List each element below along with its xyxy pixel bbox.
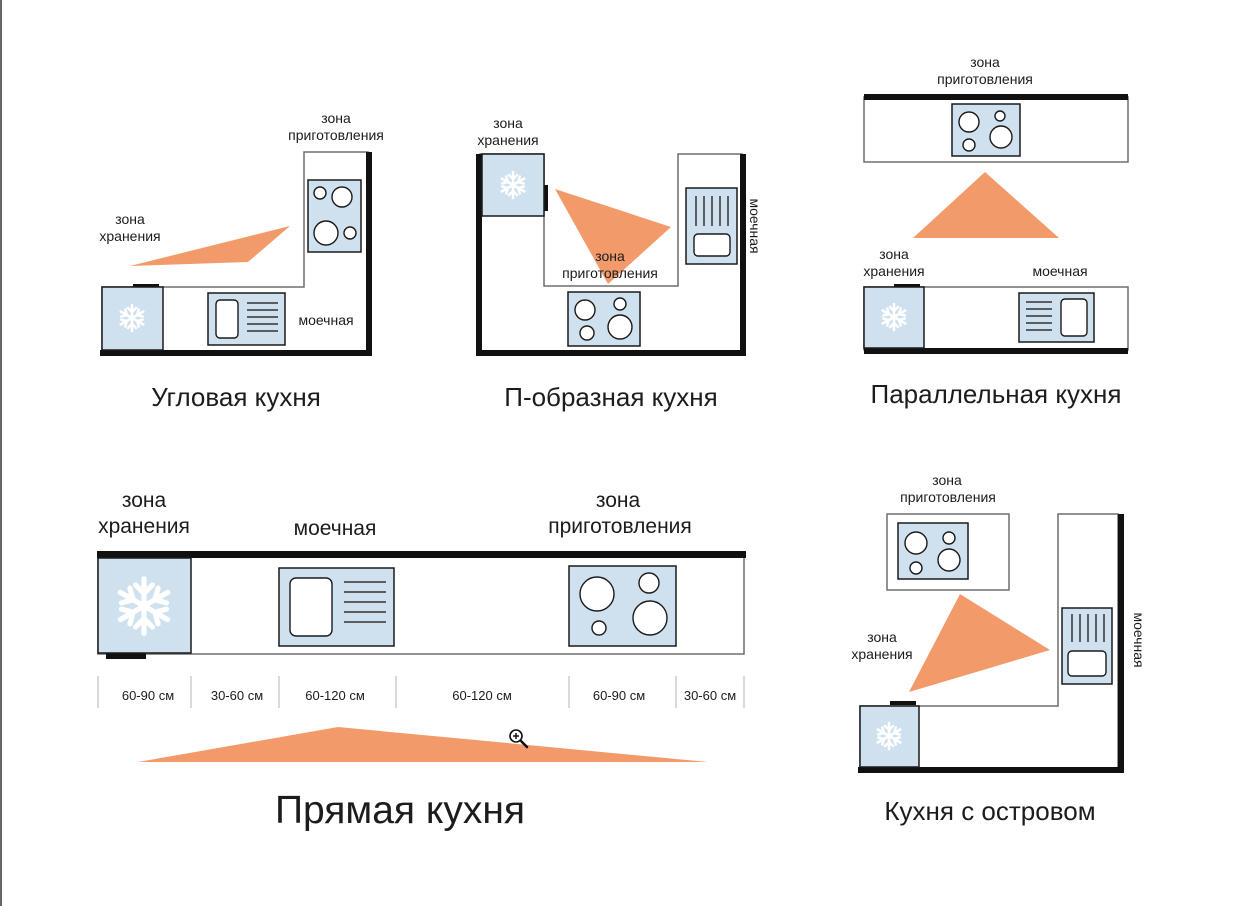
corner-cooking-label-1: зона (321, 110, 351, 126)
dimension-label: 30-60 см (211, 688, 263, 703)
island-cooking-label-1: зона (932, 472, 962, 488)
island-hob (897, 522, 969, 580)
straight-work-triangle (138, 727, 708, 762)
corner-title: Угловая кухня (151, 382, 321, 412)
parallel-wall-top (864, 94, 1128, 100)
island-work-triangle (909, 594, 1050, 692)
corner-work-triangle (130, 226, 290, 266)
parallel-kitchen-diagram: зона приготовления зона хранения моечная… (863, 54, 1129, 409)
u-fridge-handle (544, 185, 548, 211)
u-sink-label: моечная (747, 198, 763, 253)
straight-fridge (97, 557, 192, 654)
sink-icon (1067, 650, 1107, 677)
u-storage-label-2: хранения (477, 132, 538, 148)
parallel-fridge-handle (894, 284, 920, 288)
u-work-triangle (555, 189, 671, 284)
corner-fridge (101, 286, 164, 351)
dimension-label: 60-120 см (305, 688, 365, 703)
island-fridge-handle (890, 701, 916, 705)
u-cooking-label-2: приготовления (562, 265, 658, 281)
parallel-title: Параллельная кухня (871, 379, 1122, 409)
parallel-fridge (863, 286, 925, 349)
straight-sink (278, 567, 395, 647)
parallel-wall-bottom (864, 348, 1128, 354)
straight-cooking-label-1: зона (596, 489, 641, 512)
straight-sink-label: моечная (294, 517, 377, 540)
island-title: Кухня с островом (884, 796, 1095, 826)
u-shaped-kitchen-diagram: зона хранения зона приготовления моечная… (476, 115, 763, 412)
u-hob (567, 291, 641, 347)
u-title: П-образная кухня (504, 382, 717, 412)
u-wall-right (740, 154, 746, 356)
straight-hob (568, 565, 677, 647)
u-wall-bottom (476, 350, 746, 356)
dimension-label: 60-90 см (122, 688, 174, 703)
island-sink (1061, 607, 1113, 685)
sink-icon (693, 233, 731, 257)
u-wall-left (476, 154, 482, 356)
corner-cooking-label-2: приготовления (288, 127, 384, 143)
corner-kitchen-diagram: зона приготовления зона хранения моечная… (99, 110, 383, 412)
sink-icon (289, 577, 333, 637)
u-cooking-label-1: зона (595, 248, 625, 264)
island-sink-label: моечная (1131, 612, 1147, 667)
parallel-cooking-label-2: приготовления (937, 71, 1033, 87)
dimension-label: 60-90 см (593, 688, 645, 703)
straight-cooking-label-2: приготовления (548, 515, 692, 538)
straight-storage-label-2: хранения (98, 515, 190, 538)
island-cooking-label-2: приготовления (900, 489, 996, 505)
u-sink (685, 187, 738, 265)
island-kitchen-diagram: зона приготовления зона хранения моечная… (851, 472, 1147, 826)
parallel-hob (951, 103, 1021, 157)
corner-storage-label-1: зона (115, 211, 145, 227)
corner-fridge-handle (133, 284, 159, 288)
corner-storage-label-2: хранения (99, 228, 160, 244)
u-fridge (481, 153, 545, 217)
sink-icon (215, 299, 239, 339)
corner-hob (307, 179, 362, 253)
parallel-sink (1018, 292, 1095, 343)
parallel-sink-label: моечная (1032, 263, 1087, 279)
dimension-label: 60-120 см (452, 688, 512, 703)
corner-sink-label: моечная (298, 312, 353, 328)
parallel-storage-label-1: зона (879, 246, 909, 262)
island-fridge (859, 705, 920, 768)
island-storage-label-2: хранения (851, 646, 912, 662)
island-storage-label-1: зона (867, 629, 897, 645)
parallel-cooking-label-1: зона (970, 54, 1000, 70)
u-storage-label-1: зона (493, 115, 523, 131)
corner-sink (207, 292, 286, 346)
straight-wall (97, 551, 746, 558)
straight-dimension-ticks (97, 676, 745, 708)
straight-title: Прямая кухня (275, 789, 525, 832)
corner-wall-right (366, 152, 372, 356)
dimension-label: 30-60 см (684, 688, 736, 703)
island-wall-right (1118, 514, 1124, 773)
sink-icon (1060, 298, 1088, 337)
zoom-in-cursor-icon (509, 729, 529, 749)
straight-fridge-handle (106, 653, 146, 659)
parallel-storage-label-2: хранения (863, 263, 924, 279)
straight-storage-label-1: зона (122, 489, 167, 512)
straight-kitchen-diagram: 60-90 см 30-60 см 60-120 см 60-120 см 60… (97, 489, 746, 832)
parallel-work-triangle (913, 172, 1059, 238)
corner-wall-bottom (100, 350, 372, 356)
island-wall-bottom (858, 767, 1124, 773)
